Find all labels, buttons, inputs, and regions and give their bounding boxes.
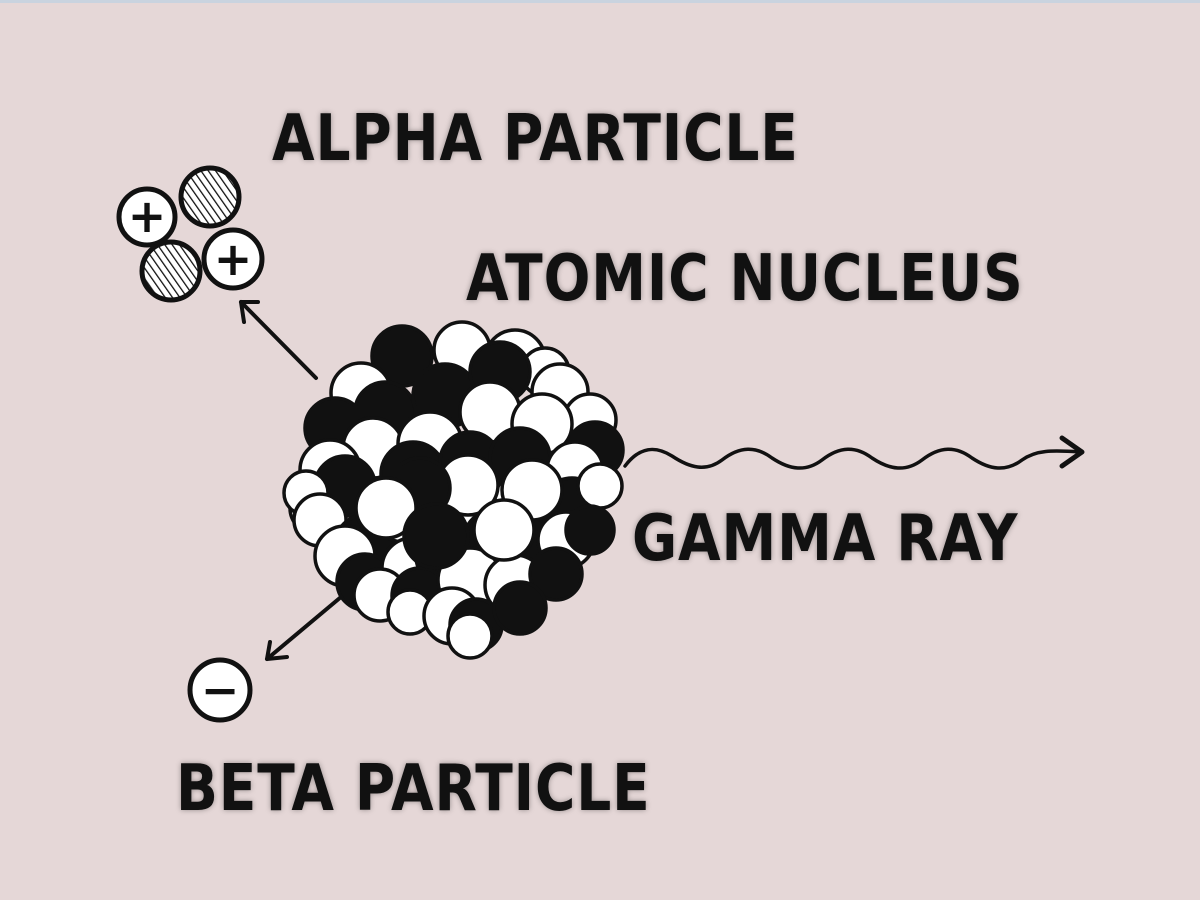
alpha-proton-2: + [201, 227, 265, 291]
beta-arrow [265, 595, 343, 661]
beta-particle: − [187, 657, 253, 723]
nucleon-40 [564, 504, 616, 556]
gamma-ray-label: GAMMA RAY [632, 502, 1019, 576]
gamma-ray-wave [623, 435, 1085, 470]
alpha-neutron-1 [178, 165, 242, 229]
nucleon-55 [354, 476, 418, 540]
nucleon-45 [528, 546, 584, 602]
nucleon-50 [446, 612, 494, 660]
proton-sign: + [214, 232, 253, 286]
alpha-proton-1: + [116, 186, 178, 248]
nucleon-53 [472, 498, 536, 562]
beta-particle-label: BETA PARTICLE [176, 752, 651, 826]
alpha-neutron-2 [139, 239, 203, 303]
atomic-nucleus [282, 320, 625, 660]
nucleon-49 [492, 580, 548, 636]
electron-sign: − [201, 663, 240, 717]
alpha-arrow [239, 300, 318, 380]
nucleon-56 [402, 502, 470, 570]
alpha-particle: + + [116, 165, 265, 303]
proton-sign: + [128, 189, 167, 243]
nucleon-32 [576, 462, 624, 510]
atomic-nucleus-label: ATOMIC NUCLEUS [466, 242, 1024, 316]
top-border [0, 0, 1200, 3]
alpha-particle-label: ALPHA PARTICLE [272, 102, 799, 176]
